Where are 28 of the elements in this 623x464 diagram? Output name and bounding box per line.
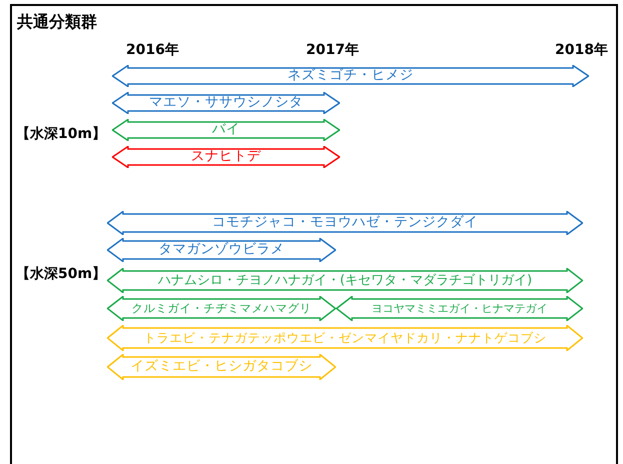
title: 共通分類群 [17, 11, 97, 33]
double-arrow-bar [107, 211, 583, 235]
double-arrow-bar [107, 325, 583, 351]
species-label: マエソ・ササウシノシタ [149, 96, 303, 110]
double-arrow-bar [112, 119, 340, 141]
depth-label: 【水深50m】 [16, 265, 106, 284]
year-label: 2016年 [126, 41, 179, 60]
species-label: コモチジャコ・モヨウハゼ・テンジクダイ [212, 216, 478, 230]
species-label: ネズミゴチ・ヒメジ [288, 69, 414, 83]
species-label: バイ [212, 123, 240, 137]
double-arrow-bar [107, 354, 336, 380]
double-arrow-bar [107, 296, 336, 321]
double-arrow-bar [336, 296, 583, 321]
year-label: 2018年 [555, 41, 608, 60]
double-arrow-bar [112, 146, 340, 168]
species-label: タマガンゾウビラメ [158, 243, 284, 257]
double-arrow-bar [112, 92, 340, 114]
double-arrow-bar [112, 65, 589, 87]
species-label: ヨコヤマミミエガイ・ヒナマテガイ [372, 303, 548, 314]
double-arrow-bar [107, 238, 336, 262]
year-label: 2017年 [306, 41, 359, 60]
species-label: スナヒトデ [191, 150, 261, 164]
species-label: クルミガイ・チヂミマメハマグリ [132, 302, 312, 314]
species-label: トラエビ・テナガテッポウエビ・ゼンマイヤドカリ・ナナトゲコブシ [144, 332, 546, 344]
species-label: イズミエビ・ヒシガタコブシ [130, 360, 312, 374]
species-label: ハナムシロ・チヨノハナガイ・(キセワタ・マダラチゴトリガイ) [158, 274, 532, 287]
double-arrow-bar [107, 268, 583, 293]
depth-label: 【水深10m】 [16, 125, 106, 144]
